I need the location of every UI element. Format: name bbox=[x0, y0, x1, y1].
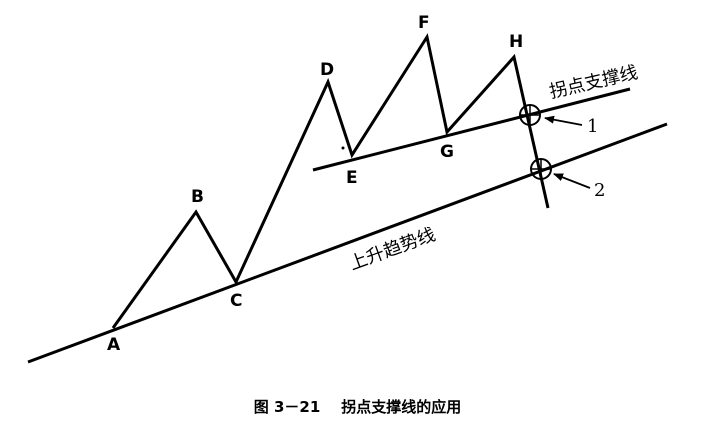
marker-1-label: 1 bbox=[587, 116, 598, 137]
rising-trend-line bbox=[27, 122, 668, 364]
point-label-g: G bbox=[440, 142, 454, 162]
point-label-e: E bbox=[346, 168, 358, 188]
figure-caption: 图 3－21 拐点支撑线的应用 bbox=[0, 396, 715, 417]
figure-title: 拐点支撑线的应用 bbox=[341, 398, 462, 416]
point-label-a: A bbox=[107, 335, 121, 355]
point-label-d: D bbox=[320, 60, 334, 80]
arrow-2 bbox=[553, 173, 591, 189]
pivot-support-line bbox=[312, 87, 631, 172]
intersection-marker-2 bbox=[530, 158, 552, 180]
price-zigzag-path bbox=[111, 33, 550, 329]
trend-line-label: 上升趋势线 bbox=[347, 224, 439, 275]
dot-marker bbox=[341, 146, 345, 150]
point-label-c: C bbox=[230, 291, 242, 311]
intersection-marker-1 bbox=[519, 104, 541, 126]
marker-2-label: 2 bbox=[594, 180, 605, 201]
point-label-h: H bbox=[509, 32, 523, 52]
figure-number: 图 3－21 bbox=[253, 398, 321, 416]
point-label-f: F bbox=[418, 13, 430, 33]
point-label-b: B bbox=[191, 187, 204, 207]
arrow-1 bbox=[544, 115, 583, 126]
